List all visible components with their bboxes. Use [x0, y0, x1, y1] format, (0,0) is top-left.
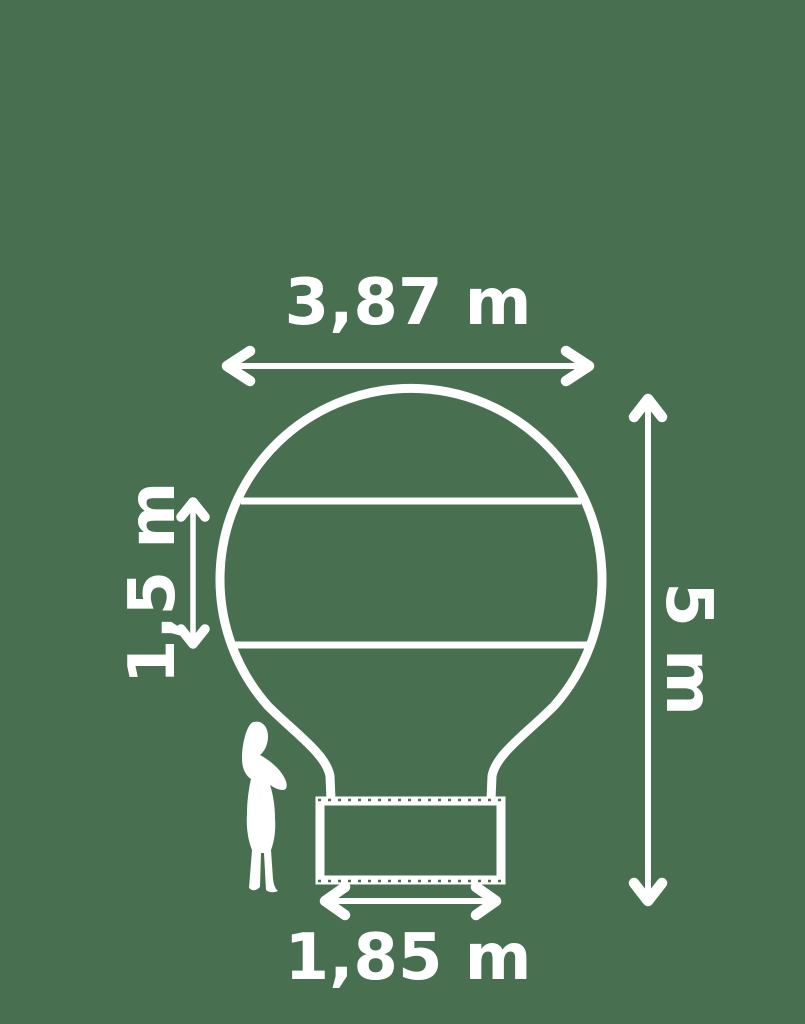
- band-height-label: 1,5 m: [116, 481, 190, 685]
- base-width-arrow-right-head: [470, 881, 502, 921]
- balloon-base: [315, 796, 506, 885]
- band-height-arrow: [176, 497, 210, 649]
- base-width-label: 1,85 m: [284, 921, 532, 995]
- width-arrow-right-head: [560, 345, 595, 387]
- person-silhouette: [242, 721, 287, 893]
- balloon-envelope-outline: [215, 383, 607, 801]
- total-height-arrow-bottom-head: [628, 877, 668, 907]
- width-label: 3,87 m: [284, 266, 532, 340]
- base-width-arrow: [319, 881, 502, 921]
- width-arrow-left-head: [221, 345, 256, 387]
- total-height-arrow: [628, 393, 668, 907]
- band-height-arrow-bottom-head: [176, 624, 210, 649]
- band-height-arrow-top-head: [176, 497, 210, 522]
- total-height-label: 5 m: [651, 582, 725, 716]
- balloon: [215, 383, 607, 885]
- base-width-arrow-left-head: [319, 881, 351, 921]
- width-arrow: [221, 345, 595, 387]
- total-height-arrow-top-head: [628, 393, 668, 423]
